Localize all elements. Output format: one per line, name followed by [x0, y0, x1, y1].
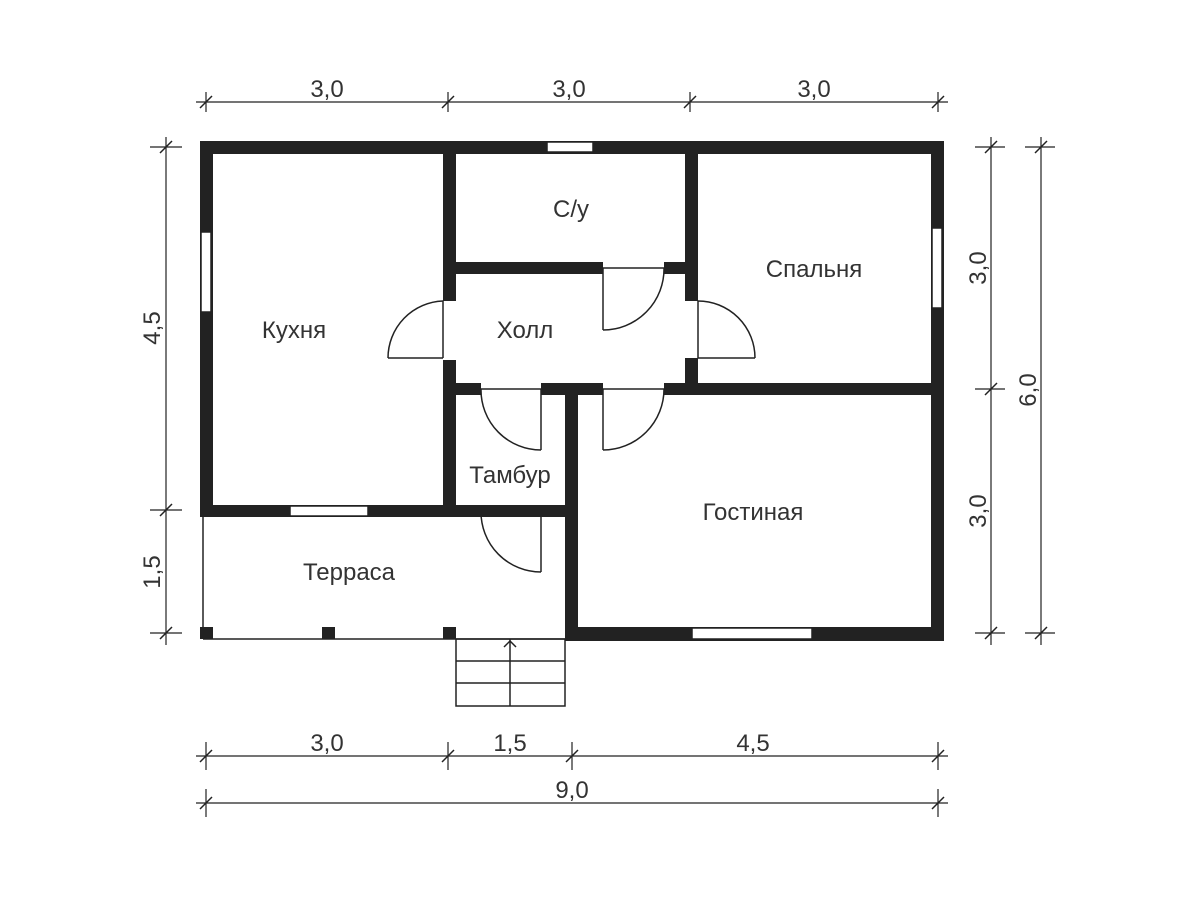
dimension-bottom-total: 9,0 — [196, 777, 948, 817]
dimension-bottom-3: 4,5 — [736, 730, 769, 757]
dimension-top-2: 3,0 — [552, 76, 585, 103]
dimension-bottom-1: 3,0 — [310, 730, 343, 757]
window-bathroom — [546, 141, 594, 153]
dimension-left-2: 1,5 — [139, 555, 166, 588]
wall-hall-bottom-left — [443, 383, 481, 395]
dimension-top-3: 3,0 — [797, 76, 830, 103]
wall-bedroom-living — [664, 383, 944, 395]
wall-vestibule-door-right — [541, 505, 575, 517]
doors — [387, 267, 756, 573]
window-living — [691, 627, 813, 640]
window-kitchen-terrace — [289, 505, 369, 517]
dimension-left-1: 4,5 — [139, 311, 166, 344]
door-bedroom[interactable] — [697, 300, 756, 359]
terrace-post-2 — [322, 627, 335, 639]
room-label-hall: Холл — [497, 317, 554, 344]
terrace-post-1 — [200, 627, 213, 639]
door-living[interactable] — [602, 388, 665, 451]
wall-kitchen-right-lower — [443, 360, 456, 517]
wall-kitchen-right-upper — [443, 141, 456, 301]
entrance-steps — [455, 638, 566, 707]
door-vestibule-hall[interactable] — [480, 388, 542, 451]
wall-left — [200, 141, 213, 517]
dimension-top: 3,0 3,0 3,0 — [196, 76, 948, 112]
terrace-post-3 — [443, 627, 456, 639]
wall-bath-bedroom — [685, 141, 698, 301]
room-label-terrace: Терраса — [303, 559, 396, 586]
door-kitchen[interactable] — [387, 300, 444, 359]
dimension-total-width: 9,0 — [555, 777, 588, 804]
room-label-bathroom: С/у — [553, 196, 589, 223]
dimension-bottom-2: 1,5 — [493, 730, 526, 757]
window-bedroom — [931, 227, 943, 309]
room-label-bedroom: Спальня — [766, 256, 862, 283]
wall-bath-bottom-left — [443, 262, 603, 274]
door-vestibule-terrace[interactable] — [480, 510, 542, 573]
room-labels: Кухня С/у Спальня Холл Тамбур Гостиная Т… — [262, 196, 862, 586]
dimension-left: 4,5 1,5 — [139, 137, 182, 645]
dimension-right-2: 3,0 — [965, 494, 992, 527]
dimension-bottom: 3,0 1,5 4,5 — [196, 730, 948, 770]
wall-bath-bottom-right — [664, 262, 698, 274]
windows — [200, 141, 943, 640]
dimension-right-inner: 3,0 3,0 — [965, 137, 1005, 645]
dimension-top-1: 3,0 — [310, 76, 343, 103]
room-label-vestibule: Тамбур — [469, 462, 550, 489]
dimension-right-total: 6,0 — [1015, 373, 1042, 406]
window-kitchen — [200, 231, 212, 313]
walls — [200, 141, 944, 641]
room-label-living-room: Гостиная — [703, 499, 804, 526]
door-bathroom[interactable] — [602, 267, 665, 331]
room-label-kitchen: Кухня — [262, 317, 326, 344]
dimension-right-outer: 6,0 — [1015, 137, 1055, 645]
dimension-right-1: 3,0 — [965, 251, 992, 284]
